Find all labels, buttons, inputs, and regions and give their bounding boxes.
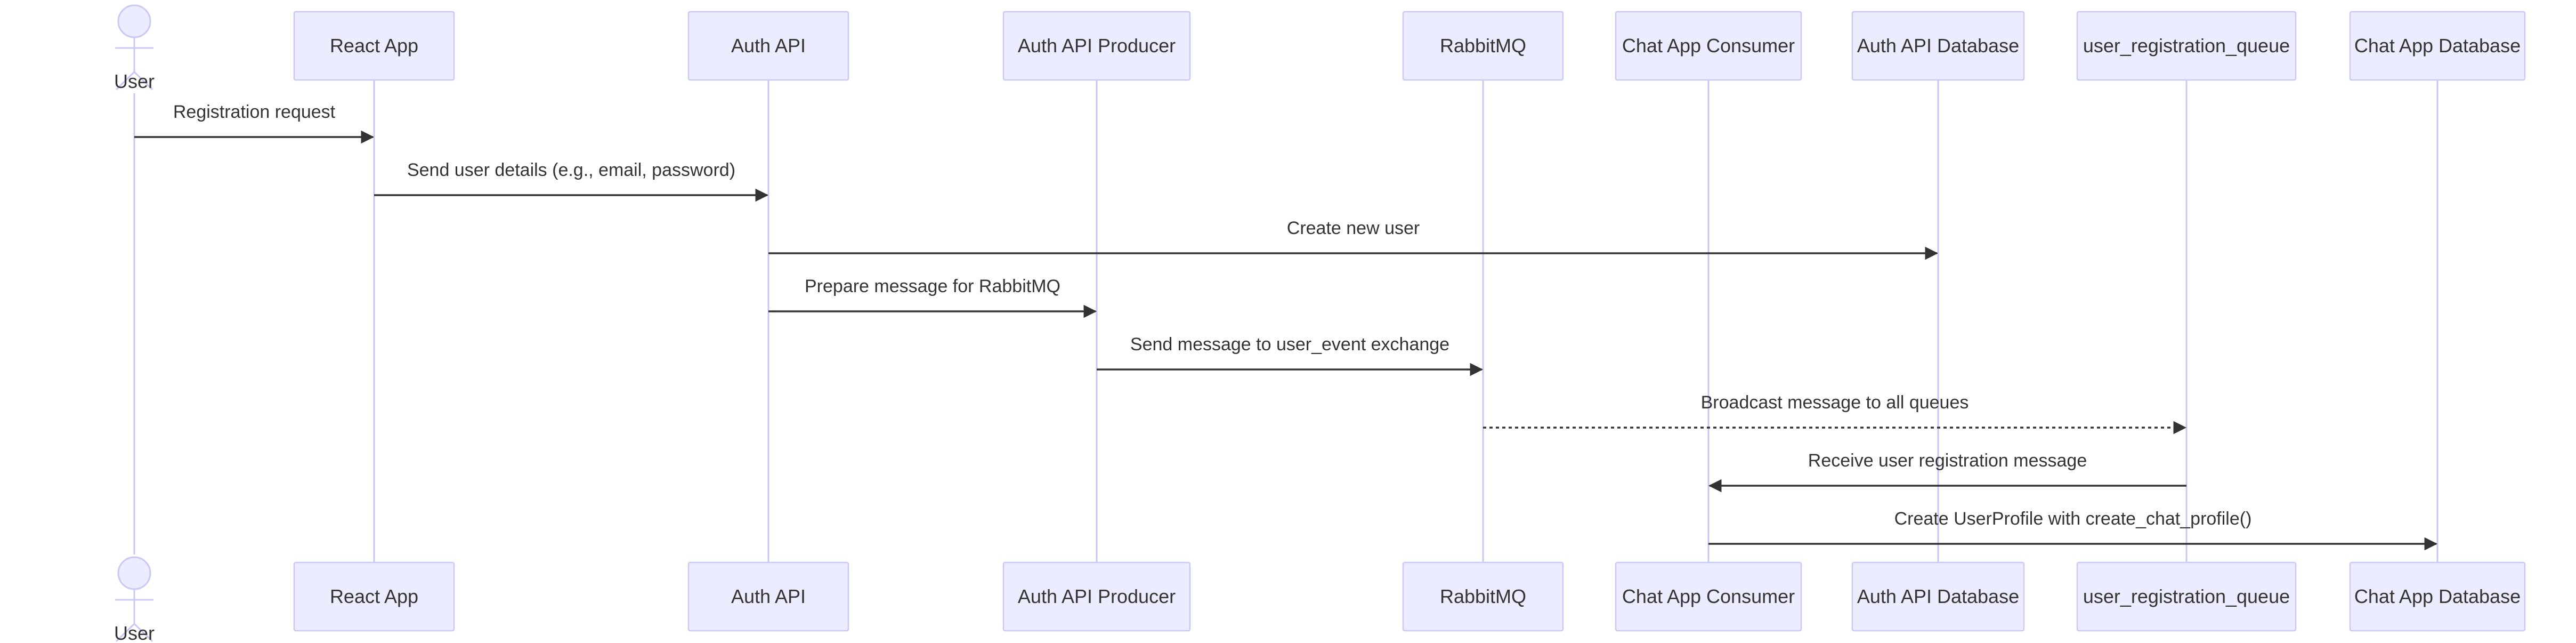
participant-label: Chat App Consumer [1622, 585, 1795, 607]
participant-label: RabbitMQ [1440, 35, 1526, 57]
participant-box [2076, 11, 2297, 81]
participant-react-top: React App [293, 11, 455, 81]
actor-left-leg [115, 623, 135, 642]
actor-right-leg [133, 71, 153, 91]
participant-label: user_registration_queue [2083, 35, 2290, 57]
participant-box [2076, 561, 2297, 632]
participant-box [1615, 561, 1802, 632]
participant-box [1851, 561, 2025, 632]
participant-label: Chat App Database [2354, 585, 2521, 607]
participant-box [293, 561, 455, 632]
participant-rabbit-top: RabbitMQ [1402, 11, 1564, 81]
participant-box [687, 561, 849, 632]
participant-label: RabbitMQ [1440, 585, 1526, 607]
participant-label: Auth API [731, 585, 806, 607]
message-1: Registration request [134, 102, 375, 144]
participant-label: Auth API Database [1857, 585, 2019, 607]
participant-label: React App [330, 35, 418, 57]
participant-auth-top: Auth API [687, 11, 849, 81]
message-label: Registration request [173, 102, 336, 122]
participant-label: user_registration_queue [2083, 585, 2290, 607]
participant-rabbit-bottom: RabbitMQ [1402, 561, 1564, 632]
participant-box [1002, 561, 1191, 632]
actor-user-bottom: User [114, 556, 155, 643]
participant-box [687, 11, 849, 81]
message-label: Send user details (e.g., email, password… [407, 160, 735, 180]
participant-label: Auth API Producer [1018, 35, 1176, 57]
participant-box [2349, 11, 2526, 81]
message-label: Create new user [1287, 218, 1420, 238]
message-label: Receive user registration message [1808, 451, 2087, 471]
message-2: Send user details (e.g., email, password… [374, 160, 769, 202]
participant-producer-bottom: Auth API Producer [1002, 561, 1191, 632]
actor-label: User [114, 622, 155, 643]
message-3: Create new user [768, 218, 1939, 260]
participant-authdb-top: Auth API Database [1851, 11, 2025, 81]
participant-consumer-top: Chat App Consumer [1615, 11, 1802, 81]
message-7: Receive user registration message [1708, 451, 2186, 493]
actor-head-icon [117, 4, 151, 38]
participant-queue-top: user_registration_queue [2076, 11, 2297, 81]
participant-box [1002, 11, 1191, 81]
participant-box [1402, 561, 1564, 632]
participant-box [1402, 11, 1564, 81]
participant-label: Auth API Producer [1018, 585, 1176, 607]
participant-label: Auth API [731, 35, 806, 57]
actor-head-icon [117, 556, 151, 590]
participant-queue-bottom: user_registration_queue [2076, 561, 2297, 632]
message-label: Prepare message for RabbitMQ [805, 276, 1060, 296]
participant-label: Chat App Database [2354, 35, 2521, 57]
actor-left-leg [115, 71, 135, 91]
participant-label: React App [330, 585, 418, 607]
message-label: Broadcast message to all queues [1701, 392, 1969, 413]
participant-label: Chat App Consumer [1622, 35, 1795, 57]
participant-react-bottom: React App [293, 561, 455, 632]
actor-user-top: User [114, 4, 155, 92]
message-4: Prepare message for RabbitMQ [768, 276, 1097, 318]
message-8: Create UserProfile with create_chat_prof… [1708, 509, 2438, 551]
participant-producer-top: Auth API Producer [1002, 11, 1191, 81]
participant-authdb-bottom: Auth API Database [1851, 561, 2025, 632]
participant-box [293, 11, 455, 81]
participant-box [1851, 11, 2025, 81]
participant-auth-bottom: Auth API [687, 561, 849, 632]
message-5: Send message to user_event exchange [1097, 334, 1484, 376]
actor-right-leg [133, 623, 153, 642]
participant-label: Auth API Database [1857, 35, 2019, 57]
participant-consumer-bottom: Chat App Consumer [1615, 561, 1802, 632]
message-6: Broadcast message to all queues [1483, 392, 2187, 435]
participant-box [1615, 11, 1802, 81]
actor-label: User [114, 70, 155, 92]
participant-chatdb-top: Chat App Database [2349, 11, 2526, 81]
message-label: Create UserProfile with create_chat_prof… [1894, 509, 2252, 529]
participant-chatdb-bottom: Chat App Database [2349, 561, 2526, 632]
message-label: Send message to user_event exchange [1130, 334, 1449, 355]
participant-box [2349, 561, 2526, 632]
